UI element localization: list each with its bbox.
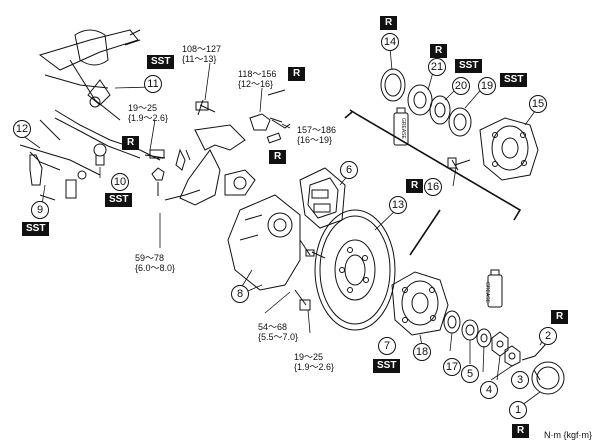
part-number-4: 4 (480, 381, 498, 399)
replace-badge: R (380, 16, 398, 30)
torque-nm: 157～186 (297, 125, 337, 135)
part-number-7: 7 (378, 337, 396, 355)
replace-badge: R (512, 424, 530, 438)
ball-joint-nut (249, 89, 291, 144)
torque-kgfm: {12～16} (238, 79, 274, 89)
part-number-1: 1 (509, 401, 527, 419)
part-number-6: 6 (340, 161, 358, 179)
part-number-20: 20 (452, 77, 470, 95)
sst-badge: SST (22, 222, 50, 236)
sst-badge: SST (147, 55, 175, 69)
torque-nm: 54～68 (258, 322, 288, 332)
part-number-5: 5 (461, 365, 479, 383)
torque-nm: 19～25 (294, 352, 324, 362)
torque-spec-118-156: 118～156 {12～16} (238, 69, 276, 89)
part-number-14: 14 (381, 33, 399, 51)
torque-spec-59-78: 59～78 {6.0～8.0} (135, 253, 175, 273)
part-number-21: 21 (428, 58, 446, 76)
sst-badge: SST (373, 359, 401, 373)
torque-spec-108-127: 108～127 {11～13} (182, 44, 221, 64)
grease-tubes (393, 107, 503, 308)
part-number-11: 11 (144, 75, 162, 93)
brake-caliper (299, 167, 346, 229)
torque-spec-157-186: 157～186 {16～19} (297, 125, 336, 145)
torque-spec-19-25-lower: 19～25 {1.9～2.6} (294, 352, 334, 372)
replace-badge: R (551, 310, 569, 324)
replace-badge: R (406, 179, 424, 193)
part-number-12: 12 (13, 120, 31, 138)
torque-kgfm: {6.0～8.0} (135, 263, 176, 273)
unit-label: N·m {kgf·m} (544, 430, 593, 440)
part-number-10: 10 (111, 173, 129, 191)
part-number-16: 16 (424, 178, 442, 196)
replace-badge: R (269, 150, 287, 164)
torque-kgfm: {11～13} (182, 54, 217, 64)
part-number-2: 2 (539, 327, 557, 345)
sst-badge: SST (455, 59, 483, 73)
steering-knuckle (175, 99, 256, 206)
torque-nm: 118～156 (238, 69, 277, 79)
wheel-hub-lower (391, 271, 449, 336)
torque-nm: 108～127 (182, 44, 222, 54)
torque-nm: 19～25 (128, 103, 158, 113)
part-number-19: 19 (478, 77, 496, 95)
brake-disc (314, 209, 396, 331)
torque-kgfm: {1.9～2.6} (294, 362, 335, 372)
replace-badge: R (288, 67, 306, 81)
replace-badge: R (122, 136, 140, 150)
part-number-13: 13 (389, 196, 407, 214)
sst-badge: SST (500, 73, 528, 87)
grease-label: GREASE (484, 282, 490, 303)
part-number-15: 15 (529, 95, 547, 113)
part-number-9: 9 (31, 201, 49, 219)
part-number-3: 3 (511, 371, 529, 389)
torque-kgfm: {16～19} (297, 135, 333, 145)
replace-badge: R (430, 44, 448, 58)
part-number-18: 18 (413, 343, 431, 361)
torque-spec-19-25-upper: 19～25 {1.9～2.6} (128, 103, 168, 123)
wheel-hub-upper (447, 117, 539, 181)
sst-badge: SST (105, 193, 133, 207)
bearing-stack-upper (380, 68, 472, 137)
tie-rod-end (144, 149, 201, 201)
torque-spec-54-68: 54～68 {5.5～7.0} (258, 322, 298, 342)
grease-label: GREASE (400, 118, 406, 139)
group-bracket (344, 109, 522, 256)
caliper-bolts (294, 249, 326, 311)
bearing-stack-lower (443, 310, 565, 395)
dust-cover (227, 194, 311, 291)
part-number-8: 8 (231, 285, 249, 303)
torque-kgfm: {5.5～7.0} (258, 332, 299, 342)
part-number-17: 17 (443, 358, 461, 376)
upper-arm-assembly (38, 29, 141, 121)
lower-arm-assembly (19, 109, 161, 201)
torque-nm: 59～78 (135, 253, 165, 263)
torque-kgfm: {1.9～2.6} (128, 113, 169, 123)
